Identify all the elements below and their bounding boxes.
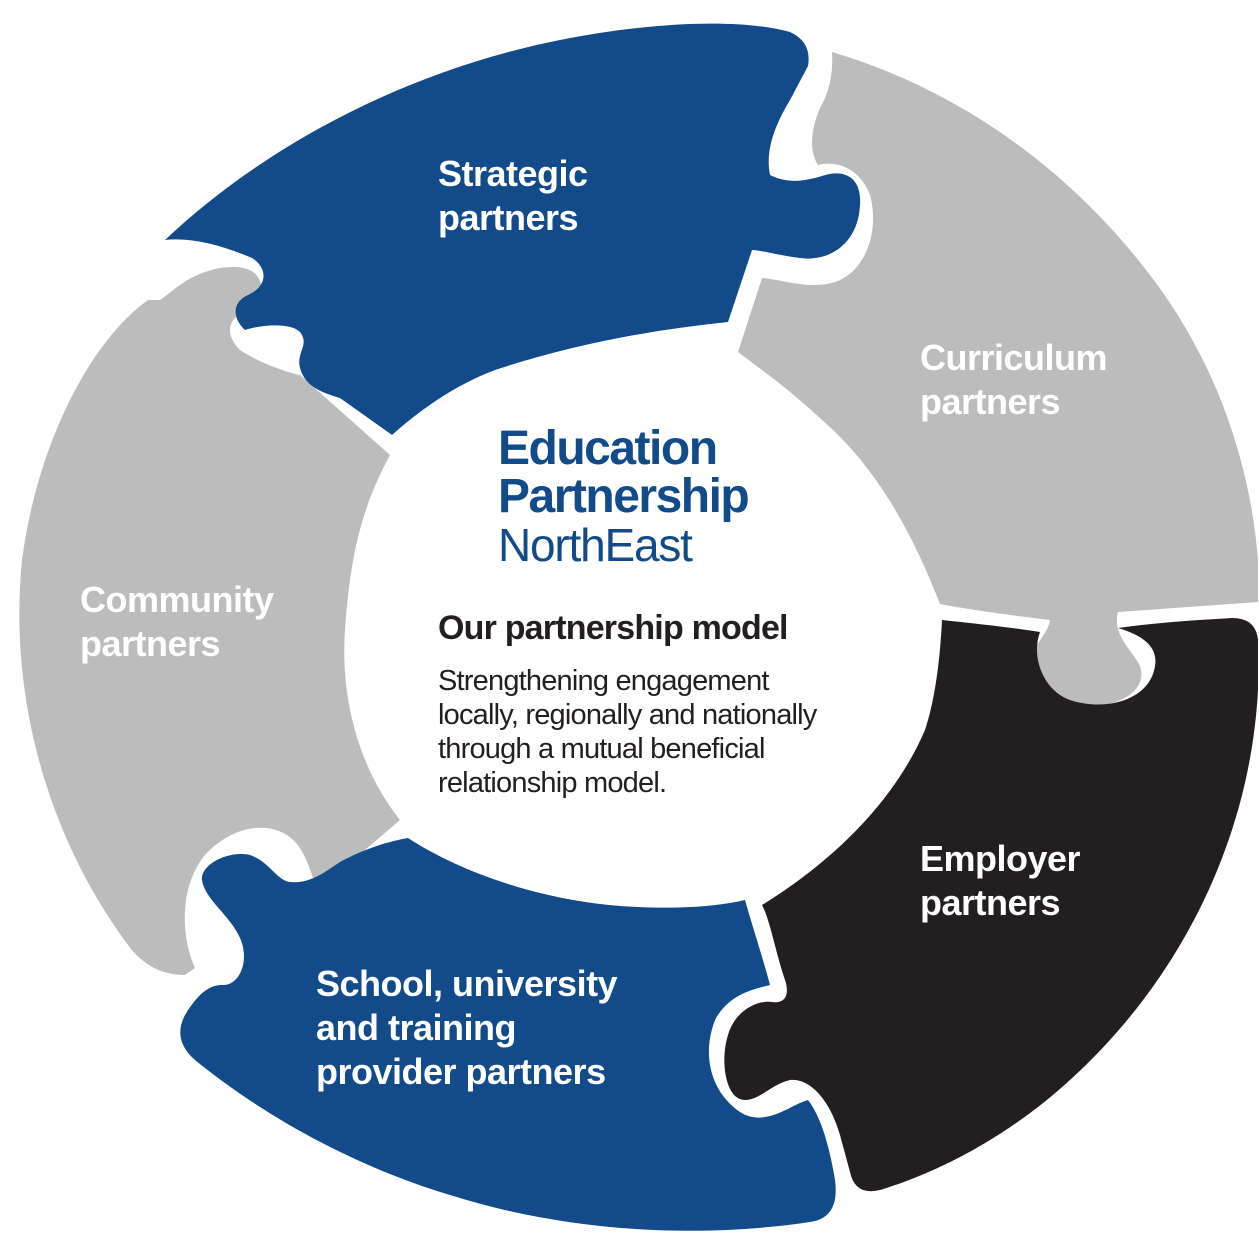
label-curriculum-partners: Curriculum partners <box>920 336 1108 424</box>
puzzle-piece-curriculum <box>738 52 1258 706</box>
label-employer-line-1: Employer <box>920 838 1081 879</box>
organisation-logo: Education Partnership NorthEast <box>498 422 750 571</box>
label-community-line-1: Community <box>80 579 274 620</box>
label-employer-line-2: partners <box>920 882 1061 923</box>
label-curriculum-line-2: partners <box>920 381 1061 422</box>
label-school-line-1: School, university <box>316 963 618 1004</box>
label-strategic-line-2: partners <box>438 197 579 238</box>
puzzle-piece-employer <box>724 618 1258 1192</box>
center-description: Strengthening engagement locally, region… <box>438 664 817 800</box>
logo-line-northeast: NorthEast <box>498 519 693 571</box>
label-curriculum-line-1: Curriculum <box>920 337 1108 378</box>
puzzle-piece-community <box>19 266 401 975</box>
label-school-partners: School, university and training provider… <box>316 962 618 1094</box>
logo-line-education: Education <box>498 422 718 475</box>
label-community-partners: Community partners <box>80 578 274 666</box>
label-community-line-2: partners <box>80 623 221 664</box>
puzzle-piece-strategic <box>165 23 861 436</box>
center-description-line-4: relationship model. <box>438 767 667 799</box>
label-school-line-2: and training <box>316 1007 517 1048</box>
label-strategic-line-1: Strategic <box>438 153 588 194</box>
center-description-line-1: Strengthening engagement <box>438 665 769 697</box>
label-employer-partners: Employer partners <box>920 837 1081 925</box>
center-title: Our partnership model <box>438 609 789 647</box>
center-description-line-3: through a mutual beneficial <box>438 733 765 765</box>
label-strategic-partners: Strategic partners <box>438 152 588 240</box>
logo-line-partnership: Partnership <box>498 470 750 523</box>
center-description-line-2: locally, regionally and nationally <box>438 699 817 731</box>
label-school-line-3: provider partners <box>316 1051 606 1092</box>
puzzle-piece-school <box>180 838 836 1231</box>
